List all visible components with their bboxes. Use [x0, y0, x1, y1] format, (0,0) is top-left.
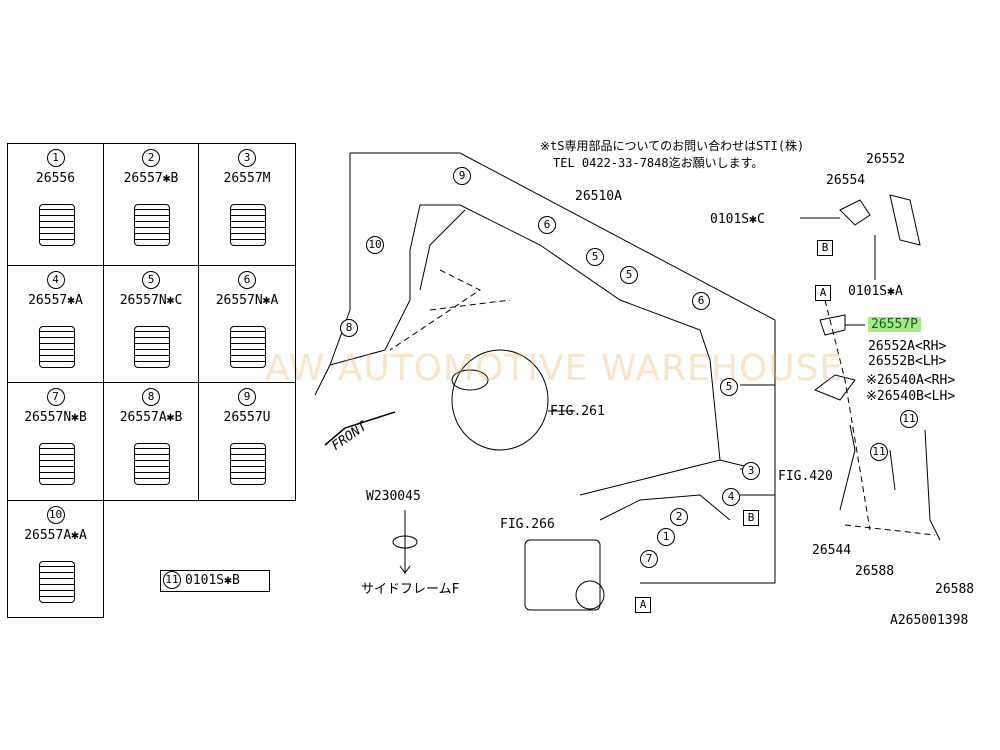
label-w230045: W230045 [366, 489, 421, 504]
parts-table-cell: 1 26556 [7, 143, 104, 266]
callout-c3: 3 [742, 462, 760, 480]
part-number: 26556 [35, 171, 76, 186]
label-fig266: FIG.266 [500, 517, 555, 532]
part-number: 26557A✱A [24, 528, 87, 543]
bolt-legend: 11 0101S✱B [157, 570, 267, 590]
clip-icon [38, 561, 75, 603]
label-fig420: FIG.420 [778, 469, 833, 484]
clip-icon [134, 443, 170, 485]
callout-c11: 11 [900, 410, 918, 428]
label-frame: サイドフレームF [361, 582, 460, 597]
part-number: 26557A✱B [119, 410, 183, 425]
item-number: 2 [142, 149, 160, 167]
clip-icon [230, 443, 266, 485]
parts-table-cell: 4 26557✱A [7, 265, 104, 383]
watermark: AW AUTOMOTIVE WAREHOUSE [265, 348, 844, 389]
parts-table-cell: 9 26557U [198, 382, 296, 501]
label-p26588b: 26588 [935, 582, 975, 597]
bolt-legend-border [160, 570, 270, 592]
ref-box-boxA: A [815, 285, 831, 301]
part-number: 26557N✱C [119, 293, 183, 308]
clip-icon [230, 326, 266, 368]
parts-table-cell: 3 26557M [198, 143, 296, 266]
part-number: 26557✱B [123, 171, 179, 186]
label-p26552B: 26552B<LH> [868, 354, 947, 369]
label-p26544: 26544 [812, 543, 852, 558]
callout-c1: 1 [657, 528, 675, 546]
label-p26540A: ※26540A<RH> [866, 373, 956, 388]
label-p26554: 26554 [826, 173, 866, 188]
callout-c5: 5 [620, 266, 638, 284]
callout-c6: 6 [692, 292, 710, 310]
item-number: 7 [46, 388, 65, 406]
callout-c7: 7 [640, 550, 658, 568]
clip-icon [230, 204, 266, 246]
clip-icon [38, 326, 75, 368]
callout-c5: 5 [586, 248, 604, 266]
callout-c2: 2 [670, 508, 688, 526]
clip-icon [38, 443, 75, 485]
parts-table-cell: 6 26557N✱A [198, 265, 296, 383]
clip-icon [38, 204, 75, 246]
parts-table-cell: 8 26557A✱B [103, 382, 199, 501]
callout-c4: 4 [722, 488, 740, 506]
label-p26552: 26552 [866, 152, 906, 167]
label-p26540B: ※26540B<LH> [866, 389, 956, 404]
label-p0101SA: 0101S✱A [848, 284, 903, 299]
callout-c8: 8 [340, 319, 358, 337]
sti-note-line2: TEL 0422-33-7848迄お願いします。 [553, 156, 764, 170]
ref-box-boxA: A [635, 597, 651, 613]
part-number: 26557✱A [28, 293, 83, 308]
sti-note-line1: ※tS専用部品についてのお問い合わせはSTI(株) [540, 139, 805, 153]
part-number: 26557M [223, 171, 271, 186]
ref-box-boxB: B [817, 240, 833, 256]
clip-icon [134, 204, 170, 246]
label-p0101SC: 0101S✱C [710, 212, 765, 227]
label-p26552A: 26552A<RH> [868, 339, 947, 354]
clip-icon [134, 326, 170, 368]
label-ref: A265001398 [890, 613, 969, 628]
item-number: 6 [238, 271, 256, 289]
parts-table-cell: 7 26557N✱B [7, 382, 104, 501]
item-number: 10 [46, 506, 65, 524]
part-number: 26557N✱B [24, 410, 87, 425]
item-number: 1 [46, 149, 65, 167]
item-number: 4 [46, 271, 65, 289]
label-p26588a: 26588 [855, 564, 895, 579]
item-number: 3 [238, 149, 256, 167]
label-fig261: FIG.261 [550, 404, 605, 419]
parts-table-cell: 2 26557✱B [103, 143, 199, 266]
item-number: 8 [142, 388, 160, 406]
callout-c11: 11 [870, 443, 888, 461]
callout-c5: 5 [720, 378, 738, 396]
callout-c6: 6 [538, 216, 556, 234]
parts-table-cell: 5 26557N✱C [103, 265, 199, 383]
label-p26510A: 26510A [575, 189, 622, 204]
parts-table-cell: 10 26557A✱A [7, 500, 104, 618]
part-number: 26557N✱A [215, 293, 279, 308]
ref-box-boxB: B [743, 510, 759, 526]
label-p26557P: 26557P [868, 317, 921, 332]
callout-c9: 9 [453, 167, 471, 185]
callout-c10: 10 [366, 236, 384, 254]
item-number: 5 [142, 271, 160, 289]
item-number: 9 [238, 388, 256, 406]
part-number: 26557U [223, 410, 271, 425]
